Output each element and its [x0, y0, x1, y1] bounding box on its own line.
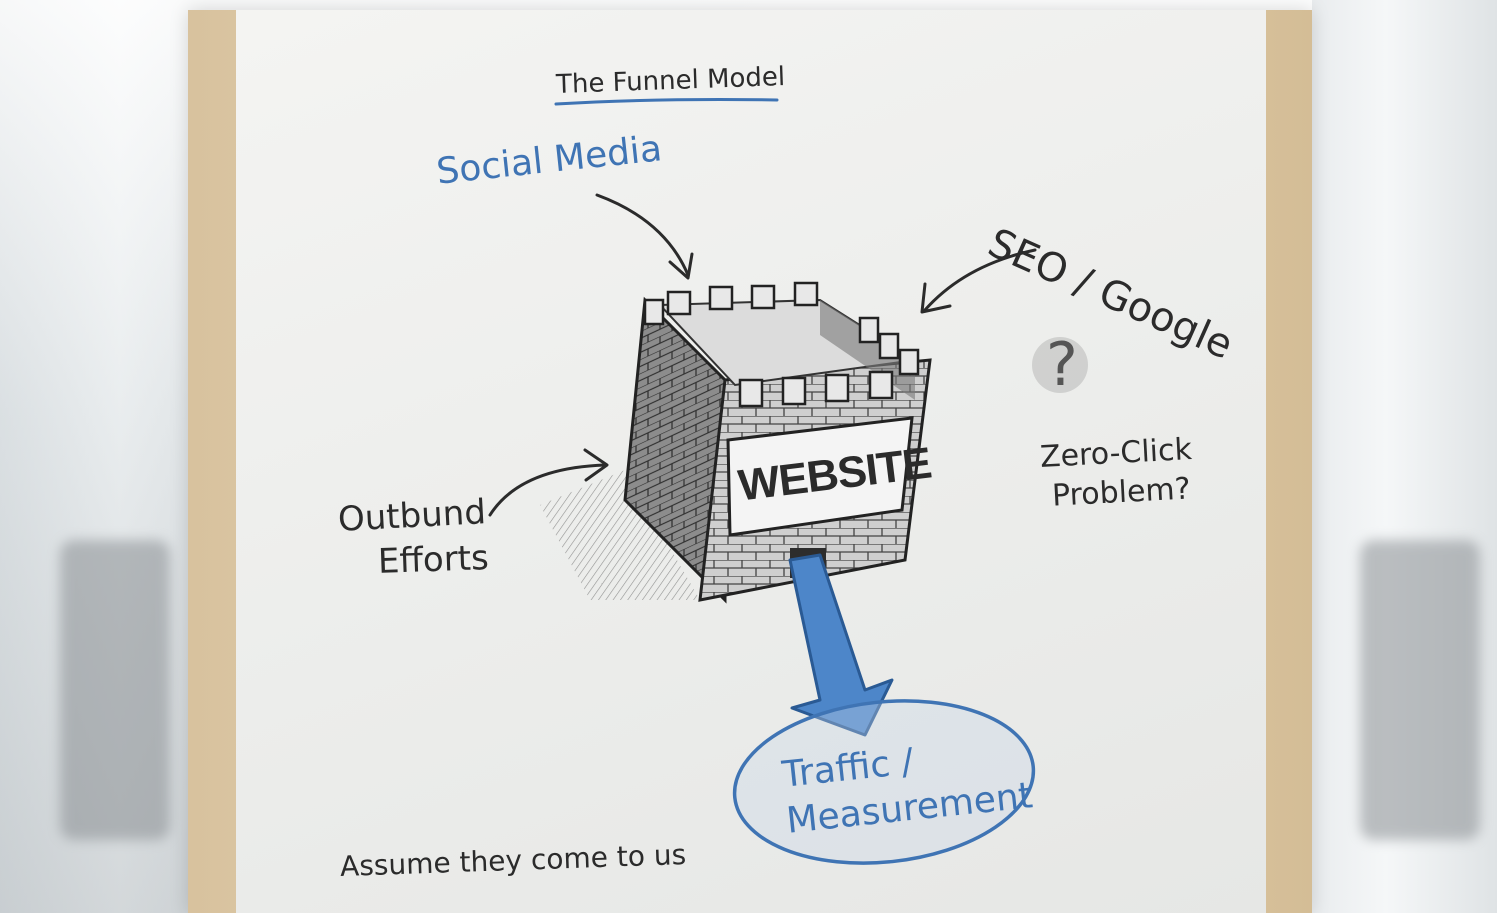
arrow-seo-head	[920, 282, 952, 314]
title-underline	[554, 98, 779, 106]
question-mark-icon: ?	[1046, 330, 1078, 400]
output-arrow	[788, 553, 894, 737]
arrow-outbound-head	[583, 448, 609, 482]
output-oval	[732, 699, 1036, 865]
question-smudge	[1032, 337, 1088, 393]
website-sign	[726, 416, 914, 537]
side-note-line2: Problem?	[1051, 471, 1192, 514]
input-outbound-line2: Efforts	[377, 538, 490, 582]
tower-battlements	[643, 281, 920, 408]
arrow-social-media-head	[668, 252, 694, 280]
blurred-chair-left	[60, 540, 170, 840]
blurred-chair-right	[1360, 540, 1480, 840]
input-outbound-line1: Outbund	[337, 492, 487, 540]
arrow-social-media	[595, 193, 690, 277]
arrow-seo	[923, 248, 1037, 312]
arrow-outbound	[488, 463, 607, 517]
tower-left-face	[623, 296, 727, 604]
tower-shadow	[540, 470, 700, 600]
